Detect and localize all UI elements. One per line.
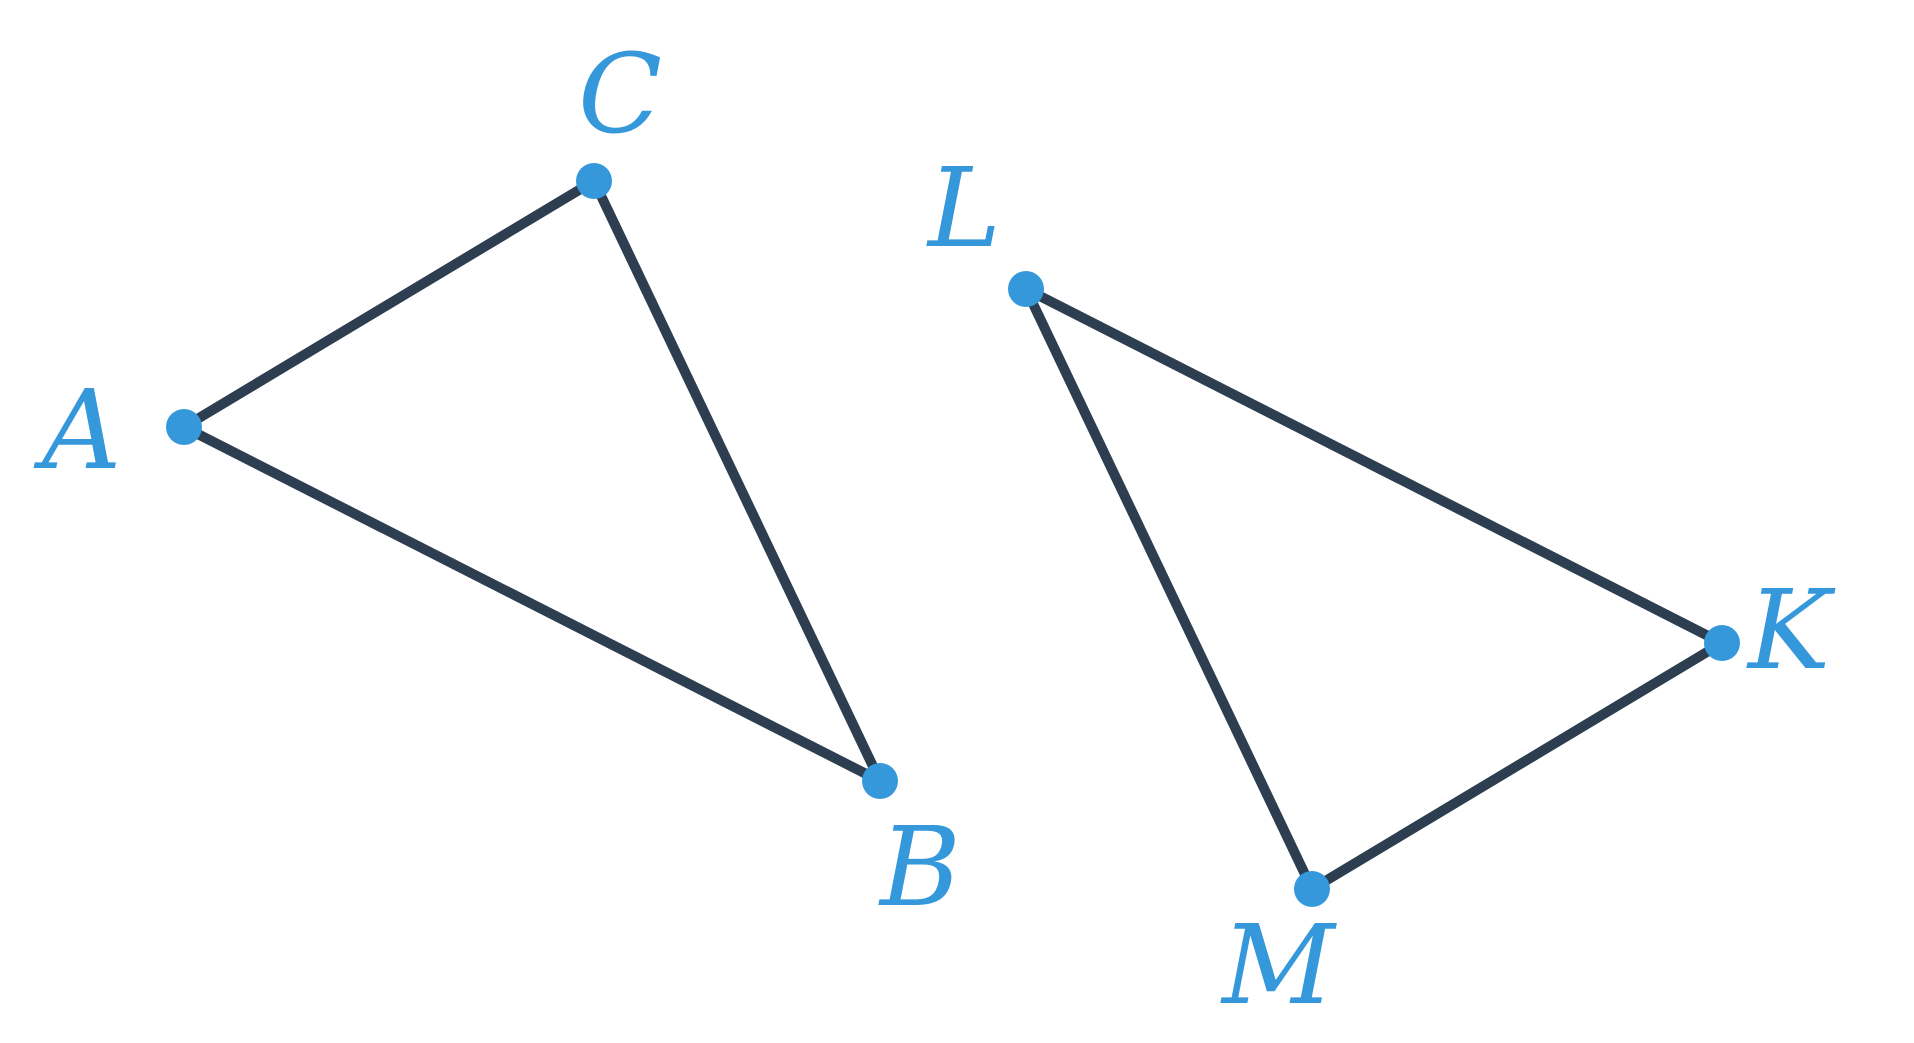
edges-layer: [179, 176, 1727, 894]
vertex-point-c: [576, 163, 612, 199]
edge-lk: [1021, 284, 1727, 648]
edge-cb: [589, 176, 885, 786]
vertex-label-m: M: [1220, 901, 1337, 1029]
edge-ac: [179, 176, 599, 432]
edge-ab: [179, 422, 885, 786]
vertex-point-m: [1294, 871, 1330, 907]
vertex-label-c: C: [578, 30, 662, 158]
points-layer: [166, 163, 1740, 907]
vertex-label-l: L: [926, 144, 1001, 272]
vertex-label-b: B: [878, 803, 961, 931]
edge-lm: [1021, 284, 1317, 894]
vertex-point-a: [166, 409, 202, 445]
vertex-point-k: [1704, 625, 1740, 661]
vertex-point-b: [862, 763, 898, 799]
vertex-label-k: K: [1746, 566, 1836, 694]
vertex-point-l: [1008, 271, 1044, 307]
labels-layer: A B C L K M: [33, 30, 1836, 1029]
edge-km: [1307, 638, 1727, 894]
vertex-label-a: A: [33, 366, 121, 494]
